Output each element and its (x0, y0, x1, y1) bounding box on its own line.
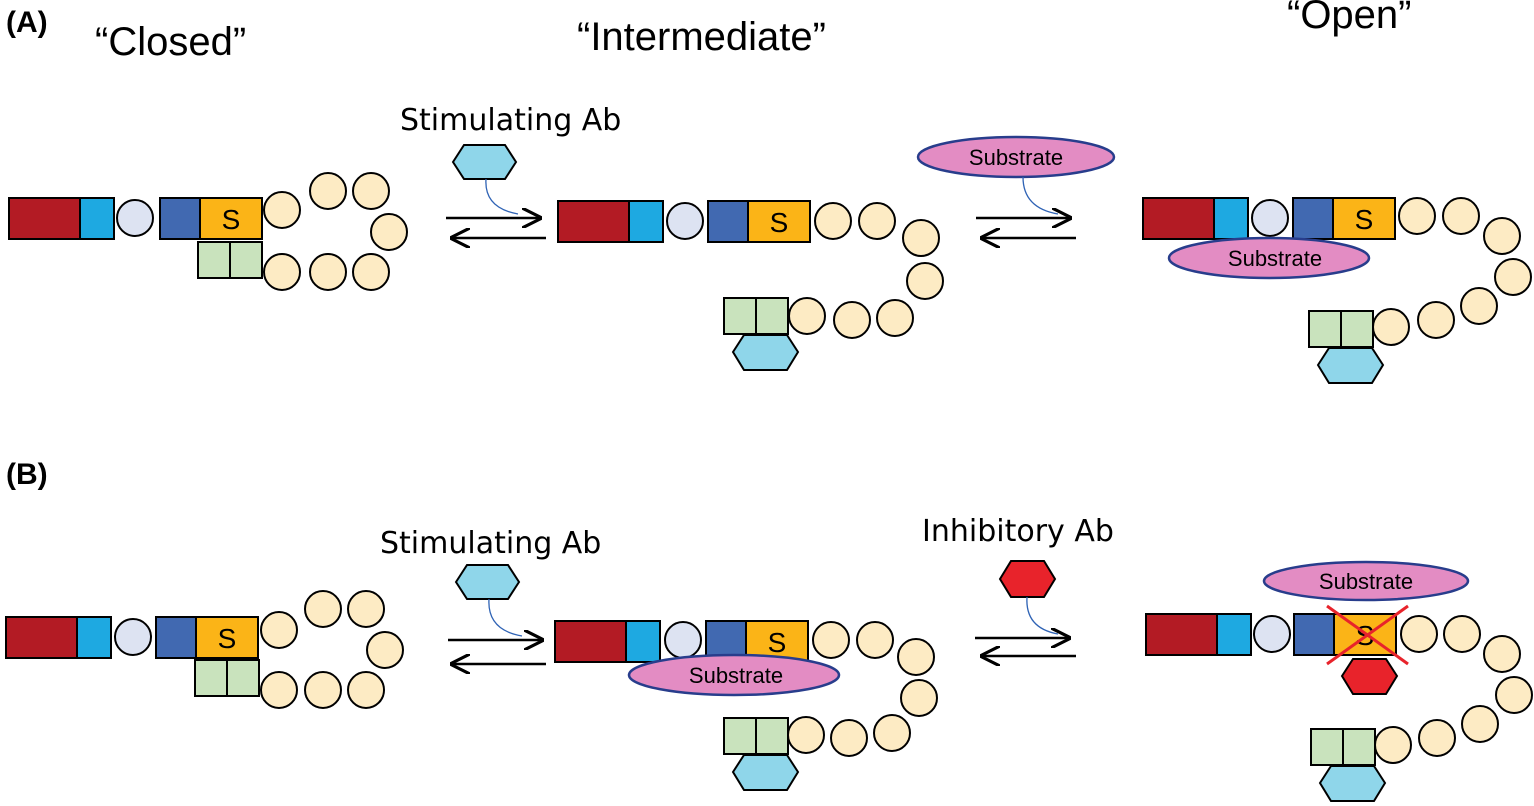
s-domain-label: S (222, 204, 241, 235)
disintegrin-domain (628, 200, 664, 243)
cub-domain-1 (1308, 310, 1342, 348)
metalloprotease-domain (557, 200, 630, 243)
cys-rich-domain (155, 616, 197, 659)
stimulating-ab-label-b: Stimulating Ab (380, 526, 601, 561)
cys-rich-domain (1292, 197, 1334, 240)
s-domain-label: S (768, 627, 787, 658)
binding-arrow-icon (485, 178, 519, 215)
bound-stimulating-ab-icon (1316, 347, 1385, 384)
bound-stimulating-ab-icon (731, 754, 800, 791)
disintegrin-domain (79, 197, 115, 240)
binding-arrow-icon (1026, 596, 1059, 635)
substrate-label: Substrate (1228, 246, 1322, 271)
tsp1-domain (1253, 615, 1291, 653)
cub-domain-1 (197, 241, 231, 279)
cys-rich-domain (1293, 613, 1335, 656)
spacer-s-domain (199, 197, 263, 240)
inhibitory-ab-label: Inhibitory Ab (922, 514, 1114, 549)
protein-intermediate-a: S (557, 200, 944, 371)
cub-domain-2 (755, 717, 789, 755)
tsp1-repeat-beads (787, 621, 938, 757)
substrate-label: Substrate (1319, 569, 1413, 594)
tsp1-domain (114, 618, 152, 656)
unbound-substrate-icon (1262, 560, 1470, 602)
protein-open-a: S Substrate (1142, 197, 1532, 384)
stimulating-ab-icon (451, 144, 518, 180)
substrate-label: Substrate (969, 145, 1063, 170)
inhibitory-ab-icon (998, 560, 1057, 598)
tsp1-repeat-beads (1372, 197, 1532, 346)
closed-state-label: “Closed” (95, 20, 246, 64)
disintegrin-domain (1216, 613, 1252, 656)
spacer-s-domain (195, 616, 259, 659)
bound-substrate-icon (627, 653, 841, 697)
cub-domain-1 (194, 659, 228, 697)
metalloprotease-domain (1142, 197, 1215, 240)
panel-a-label: (A) (6, 6, 48, 39)
s-domain-label: S (770, 207, 789, 238)
metalloprotease-domain (5, 616, 78, 659)
cys-rich-domain (159, 197, 201, 240)
tsp1-domain (666, 202, 704, 240)
substrate-label: Substrate (689, 663, 783, 688)
bound-inhibitory-ab-icon (1340, 658, 1399, 695)
tsp1-repeat-beads (260, 590, 404, 709)
cub-domain-2 (1340, 310, 1374, 348)
cub-domain-2 (1342, 728, 1376, 766)
metalloprotease-domain (8, 197, 81, 240)
cub-domain-1 (723, 297, 757, 335)
bound-stimulating-ab-icon (1318, 765, 1387, 802)
spacer-s-domain (1332, 197, 1396, 240)
spacer-s-domain (747, 200, 811, 243)
substrate-icon (916, 135, 1116, 179)
panel-b-label: (B) (6, 458, 48, 491)
bound-substrate-icon (1167, 236, 1371, 280)
cub-domain-2 (755, 297, 789, 335)
binding-arrow-icon (488, 598, 523, 637)
blocked-cross-icon (1326, 604, 1409, 666)
tsp1-domain (116, 199, 154, 237)
s-domain-label: S (1355, 204, 1374, 235)
disintegrin-domain (76, 616, 112, 659)
disintegrin-domain (625, 620, 661, 663)
intermediate-state-label: “Intermediate” (577, 15, 826, 59)
tsp1-repeat-beads (788, 202, 944, 339)
tsp1-domain (1251, 199, 1289, 237)
cys-rich-domain (707, 200, 749, 243)
cub-domain-1 (1310, 728, 1344, 766)
metalloprotease-domain (554, 620, 627, 663)
cub-domain-2 (229, 241, 263, 279)
cub-domain-2 (226, 659, 260, 697)
protein-closed-a: S (8, 172, 408, 291)
open-state-label: “Open” (1287, 0, 1412, 37)
binding-arrow-icon (1022, 176, 1059, 215)
s-domain-label: S (218, 623, 237, 654)
stimulating-ab-label-a: Stimulating Ab (400, 103, 621, 138)
protein-intermediate-b: S Substrate (554, 620, 938, 791)
tsp1-repeat-beads (263, 172, 408, 291)
metalloprotease-domain (1145, 613, 1218, 656)
protein-closed-b: S (5, 590, 404, 709)
tsp1-repeat-beads (1374, 615, 1533, 764)
cub-domain-1 (723, 717, 757, 755)
disintegrin-domain (1213, 197, 1249, 240)
stimulating-ab-icon (454, 564, 521, 600)
tsp1-domain (664, 621, 702, 659)
protein-inhibited-b: Substrate S (1145, 560, 1533, 802)
bound-stimulating-ab-icon (731, 334, 800, 371)
